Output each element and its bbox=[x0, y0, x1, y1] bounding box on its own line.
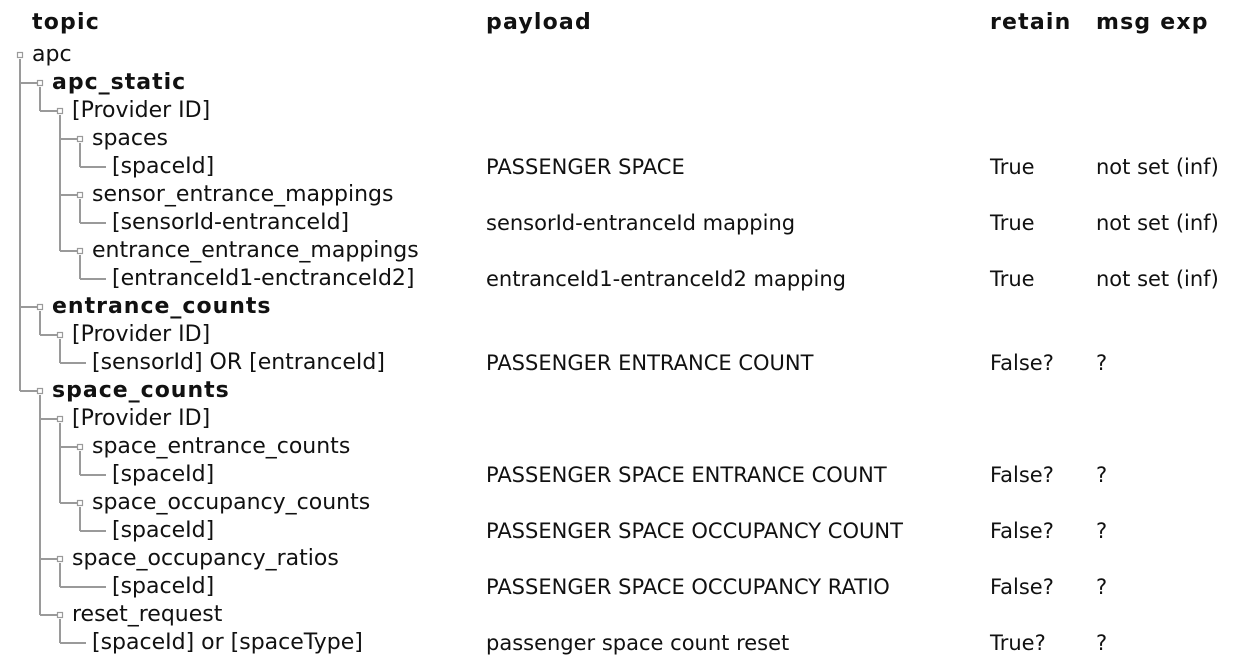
tree-row: [spaceId] PASSENGER SPACE OCCUPANCY COUNT… bbox=[0, 518, 1256, 546]
topic-label: [sensorId] OR [entranceId] bbox=[92, 350, 385, 375]
node-expander-icon bbox=[76, 443, 84, 451]
retain-cell: False? bbox=[990, 463, 1054, 487]
retain-cell: True bbox=[990, 267, 1035, 291]
tree-row: apc_static bbox=[0, 70, 1256, 98]
tree-row: [entranceId1-enctranceId2] entranceId1-en… bbox=[0, 266, 1256, 294]
topic-label: [entranceId1-enctranceId2] bbox=[112, 266, 415, 291]
topic-label: [sensorId-entranceId] bbox=[112, 210, 350, 235]
node-expander-icon bbox=[76, 247, 84, 255]
payload-cell: PASSENGER SPACE ENTRANCE COUNT bbox=[486, 463, 887, 487]
topic-label: [Provider ID] bbox=[72, 98, 211, 123]
topic-label: [spaceId] bbox=[112, 154, 215, 179]
tree-row: spaces bbox=[0, 126, 1256, 154]
tree-row: space_occupancy_counts bbox=[0, 490, 1256, 518]
tree-row: space_occupancy_ratios bbox=[0, 546, 1256, 574]
node-expander-icon bbox=[36, 303, 44, 311]
msg-exp-cell: ? bbox=[1096, 575, 1108, 599]
payload-cell: PASSENGER SPACE OCCUPANCY COUNT bbox=[486, 519, 903, 543]
payload-cell: PASSENGER SPACE OCCUPANCY RATIO bbox=[486, 575, 890, 599]
topic-label: [Provider ID] bbox=[72, 406, 211, 431]
tree-row: reset_request bbox=[0, 602, 1256, 630]
retain-cell: True bbox=[990, 211, 1035, 235]
node-expander-icon bbox=[56, 555, 64, 563]
topic-label: space_entrance_counts bbox=[92, 434, 351, 459]
node-expander-icon bbox=[76, 135, 84, 143]
tree-row: apc bbox=[0, 42, 1256, 70]
retain-cell: True bbox=[990, 155, 1035, 179]
payload-cell: PASSENGER ENTRANCE COUNT bbox=[486, 351, 814, 375]
tree-row: space_entrance_counts bbox=[0, 434, 1256, 462]
tree-row: [spaceId] PASSENGER SPACE OCCUPANCY RATIO… bbox=[0, 574, 1256, 602]
tree-row: [spaceId] PASSENGER SPACE ENTRANCE COUNT F… bbox=[0, 462, 1256, 490]
node-expander-icon bbox=[56, 415, 64, 423]
tree-row: [spaceId] or [spaceType] passenger space … bbox=[0, 630, 1256, 658]
topic-label: reset_request bbox=[72, 602, 223, 627]
msg-exp-cell: not set (inf) bbox=[1096, 155, 1219, 179]
msg-exp-cell: not set (inf) bbox=[1096, 211, 1219, 235]
topic-label: [spaceId] bbox=[112, 574, 215, 599]
retain-cell: True? bbox=[990, 631, 1046, 655]
payload-cell: entranceId1-entranceId2 mapping bbox=[486, 267, 846, 291]
node-expander-icon bbox=[76, 191, 84, 199]
node-expander-icon bbox=[36, 79, 44, 87]
header-msg-exp: msg exp bbox=[1096, 10, 1209, 35]
node-expander-icon bbox=[16, 51, 24, 59]
topic-label: [spaceId] or [spaceType] bbox=[92, 630, 363, 655]
topic-label: space_occupancy_counts bbox=[92, 490, 371, 515]
msg-exp-cell: ? bbox=[1096, 631, 1108, 655]
node-expander-icon bbox=[56, 331, 64, 339]
topic-label: sensor_entrance_mappings bbox=[92, 182, 394, 207]
topic-label: space_occupancy_ratios bbox=[72, 546, 339, 571]
topic-label: [Provider ID] bbox=[72, 322, 211, 347]
retain-cell: False? bbox=[990, 519, 1054, 543]
tree-row: entrance_counts bbox=[0, 294, 1256, 322]
topic-label: space_counts bbox=[52, 378, 230, 403]
retain-cell: False? bbox=[990, 351, 1054, 375]
topic-label: spaces bbox=[92, 126, 169, 151]
tree-row: space_counts bbox=[0, 378, 1256, 406]
tree-row: [Provider ID] bbox=[0, 406, 1256, 434]
tree-row: [Provider ID] bbox=[0, 322, 1256, 350]
header-payload: payload bbox=[486, 10, 592, 35]
tree-row: [Provider ID] bbox=[0, 98, 1256, 126]
topic-label: apc_static bbox=[52, 70, 187, 95]
msg-exp-cell: not set (inf) bbox=[1096, 267, 1219, 291]
topic-label: apc bbox=[32, 42, 72, 67]
topic-label: [spaceId] bbox=[112, 518, 215, 543]
retain-cell: False? bbox=[990, 575, 1054, 599]
node-expander-icon bbox=[76, 499, 84, 507]
tree-row: [sensorId-entranceId] sensorId-entranceId… bbox=[0, 210, 1256, 238]
tree-row: sensor_entrance_mappings bbox=[0, 182, 1256, 210]
msg-exp-cell: ? bbox=[1096, 351, 1108, 375]
topic-label: [spaceId] bbox=[112, 462, 215, 487]
header-retain: retain bbox=[990, 10, 1072, 35]
msg-exp-cell: ? bbox=[1096, 463, 1108, 487]
tree-row: [sensorId] OR [entranceId] PASSENGER ENTR… bbox=[0, 350, 1256, 378]
header-topic: topic bbox=[32, 10, 100, 35]
msg-exp-cell: ? bbox=[1096, 519, 1108, 543]
tree-row: [spaceId] PASSENGER SPACE True not set (inf… bbox=[0, 154, 1256, 182]
node-expander-icon bbox=[56, 107, 64, 115]
payload-cell: passenger space count reset bbox=[486, 631, 790, 655]
topic-label: entrance_counts bbox=[52, 294, 272, 319]
payload-cell: sensorId-entranceId mapping bbox=[486, 211, 796, 235]
tree-row: entrance_entrance_mappings bbox=[0, 238, 1256, 266]
payload-cell: PASSENGER SPACE bbox=[486, 155, 685, 179]
node-expander-icon bbox=[36, 387, 44, 395]
node-expander-icon bbox=[56, 611, 64, 619]
topic-label: entrance_entrance_mappings bbox=[92, 238, 419, 263]
